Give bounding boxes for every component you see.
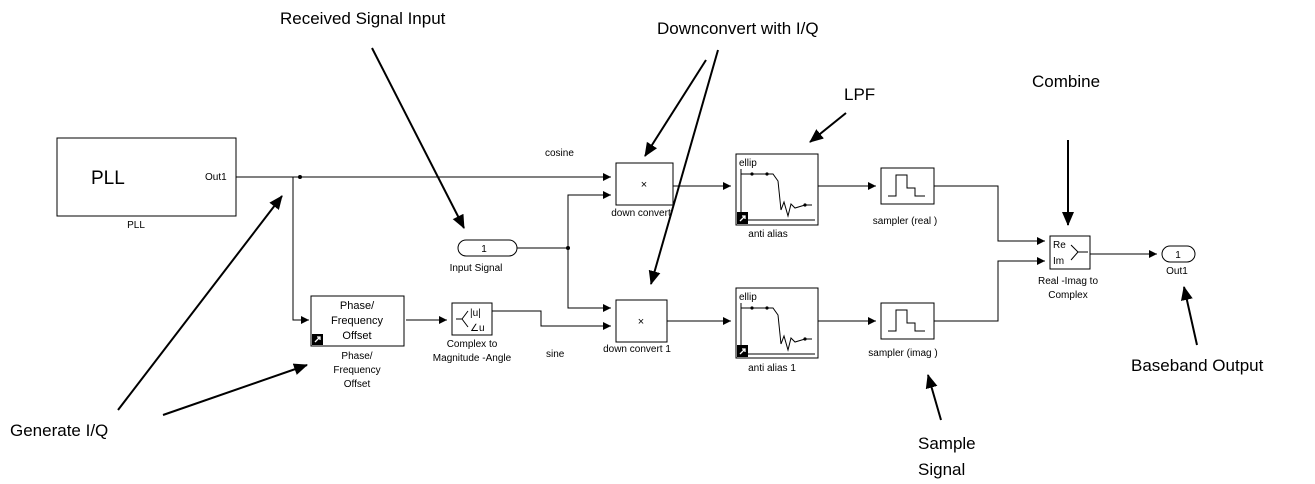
complex-to-mag-angle-block[interactable]: |u| ∠u — [451, 302, 493, 336]
phase-offset-caption-3: Offset — [344, 379, 371, 390]
subsystem-link-icon — [737, 345, 748, 357]
complex-mag-caption-2: Magnitude -Angle — [433, 353, 512, 364]
phase-offset-caption-1: Phase/ — [341, 351, 372, 362]
complex-mag-caption-1: Complex to — [447, 339, 498, 350]
anti-alias-caption: anti alias — [748, 229, 787, 240]
pointer-baseband-output — [1180, 286, 1198, 346]
annotation-baseband-output: Baseband Output — [1131, 356, 1264, 375]
pll-title: PLL — [91, 168, 125, 189]
sampler-imag-block[interactable] — [880, 302, 935, 340]
down-convert-symbol: × — [641, 179, 647, 191]
annotation-pointers — [117, 47, 1198, 421]
phase-offset-line1: Phase/ — [340, 300, 375, 312]
signal-label-sine: sine — [546, 349, 565, 360]
anti-alias-title: ellip — [739, 158, 757, 169]
sampler-imag-caption: sampler (imag ) — [868, 348, 937, 359]
real-imag-to-complex-block[interactable]: Re Im — [1049, 235, 1091, 270]
anti-alias-block[interactable]: ellip — [735, 153, 819, 226]
pointer-lpf — [809, 112, 847, 143]
annotation-downconvert-iq: Downconvert with I/Q — [657, 19, 819, 38]
annotation-lpf: LPF — [844, 85, 875, 104]
real-imag-port2: Im — [1053, 256, 1064, 267]
down-convert-block[interactable]: × — [615, 162, 674, 206]
down-convert-1-symbol: × — [638, 316, 644, 328]
input-signal-port[interactable]: 1 — [457, 239, 518, 257]
annotation-combine: Combine — [1032, 72, 1100, 91]
down-convert-1-caption: down convert 1 — [603, 344, 671, 355]
out1-number: 1 — [1175, 250, 1181, 261]
subsystem-link-icon — [312, 334, 323, 345]
signal-label-cosine: cosine — [545, 148, 574, 159]
subsystem-link-icon — [737, 212, 748, 224]
annotation-sample-signal-1: Sample — [918, 434, 976, 453]
signal-wires — [236, 173, 1157, 330]
out1-port[interactable]: 1 — [1161, 245, 1196, 263]
pll-caption: PLL — [127, 220, 145, 231]
phase-offset-line3: Offset — [342, 330, 371, 342]
real-imag-caption-1: Real -Imag to — [1038, 276, 1098, 287]
out1-caption: Out1 — [1166, 266, 1188, 277]
real-imag-caption-2: Complex — [1048, 290, 1087, 301]
pointer-downconvert-top — [644, 59, 707, 157]
sampler-real-block[interactable] — [880, 167, 935, 205]
pointer-received-signal — [371, 47, 465, 229]
annotation-generate-iq: Generate I/Q — [10, 421, 108, 440]
pointer-downconvert-bottom — [648, 49, 719, 285]
phase-offset-caption-2: Frequency — [333, 365, 380, 376]
anti-alias-1-caption: anti alias 1 — [748, 363, 796, 374]
phase-offset-block[interactable]: Phase/ Frequency Offset — [310, 295, 405, 347]
input-signal-caption: Input Signal — [450, 263, 503, 274]
annotation-sample-signal-2: Signal — [918, 460, 965, 479]
annotation-received-signal-input: Received Signal Input — [280, 9, 446, 28]
complex-mag-port2: ∠u — [470, 323, 485, 334]
down-convert-caption: down convert — [611, 208, 671, 219]
input-signal-number: 1 — [481, 244, 487, 255]
pointer-generate-iq-2 — [162, 363, 308, 416]
pointer-generate-iq-1 — [117, 195, 283, 411]
sampler-real-caption: sampler (real ) — [873, 216, 937, 227]
phase-offset-line2: Frequency — [331, 315, 383, 327]
down-convert-1-block[interactable]: × — [615, 299, 668, 343]
anti-alias-1-block[interactable]: ellip — [735, 287, 819, 359]
real-imag-port1: Re — [1053, 240, 1066, 251]
pll-out-port: Out1 — [205, 172, 227, 183]
complex-mag-port1: |u| — [470, 308, 481, 319]
anti-alias-1-title: ellip — [739, 292, 757, 303]
pointer-sample-signal — [925, 374, 942, 421]
pll-block[interactable]: PLL Out1 — [56, 137, 237, 217]
